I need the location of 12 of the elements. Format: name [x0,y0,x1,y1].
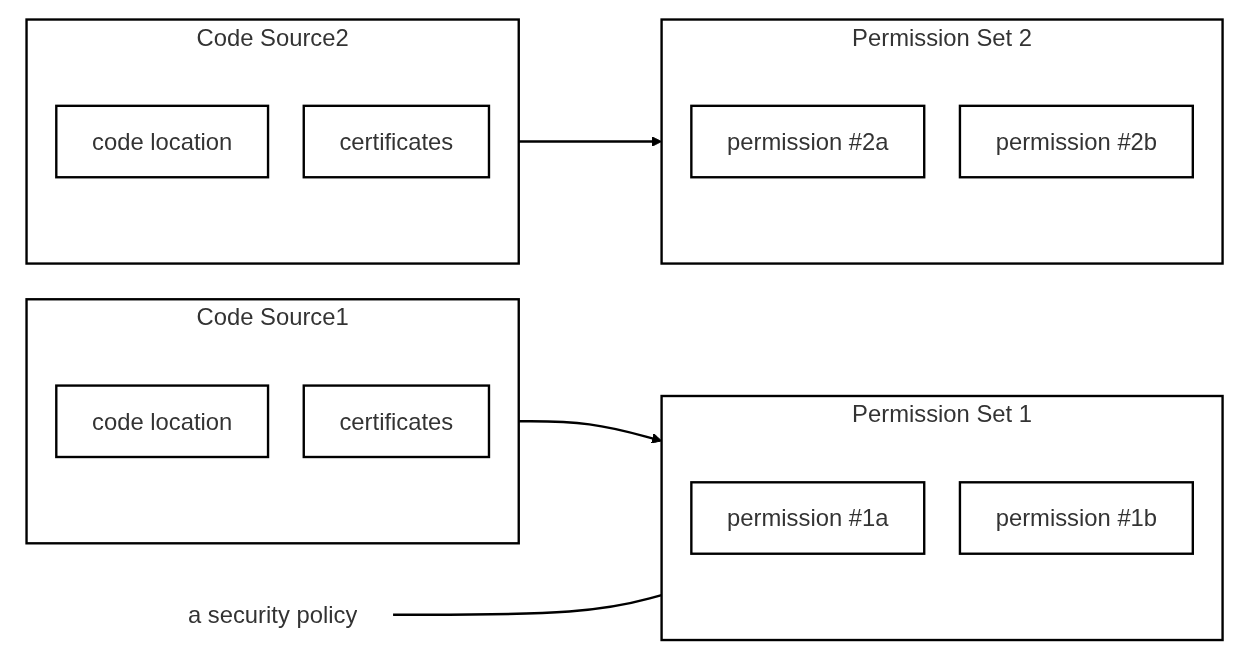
node-box: permission #1a [690,481,926,555]
node-text: a security policy [188,601,358,628]
node-box: certificates [303,104,491,179]
node-box: code location [55,384,270,459]
node-box: code location [55,104,270,179]
node-box: permission #2a [690,104,926,179]
arrow [519,136,663,147]
node-box: certificates [303,384,491,459]
arrow [519,420,663,444]
node-box: permission #2b [959,104,1195,179]
node-box: permission #1b [959,481,1195,555]
connector [393,593,663,616]
